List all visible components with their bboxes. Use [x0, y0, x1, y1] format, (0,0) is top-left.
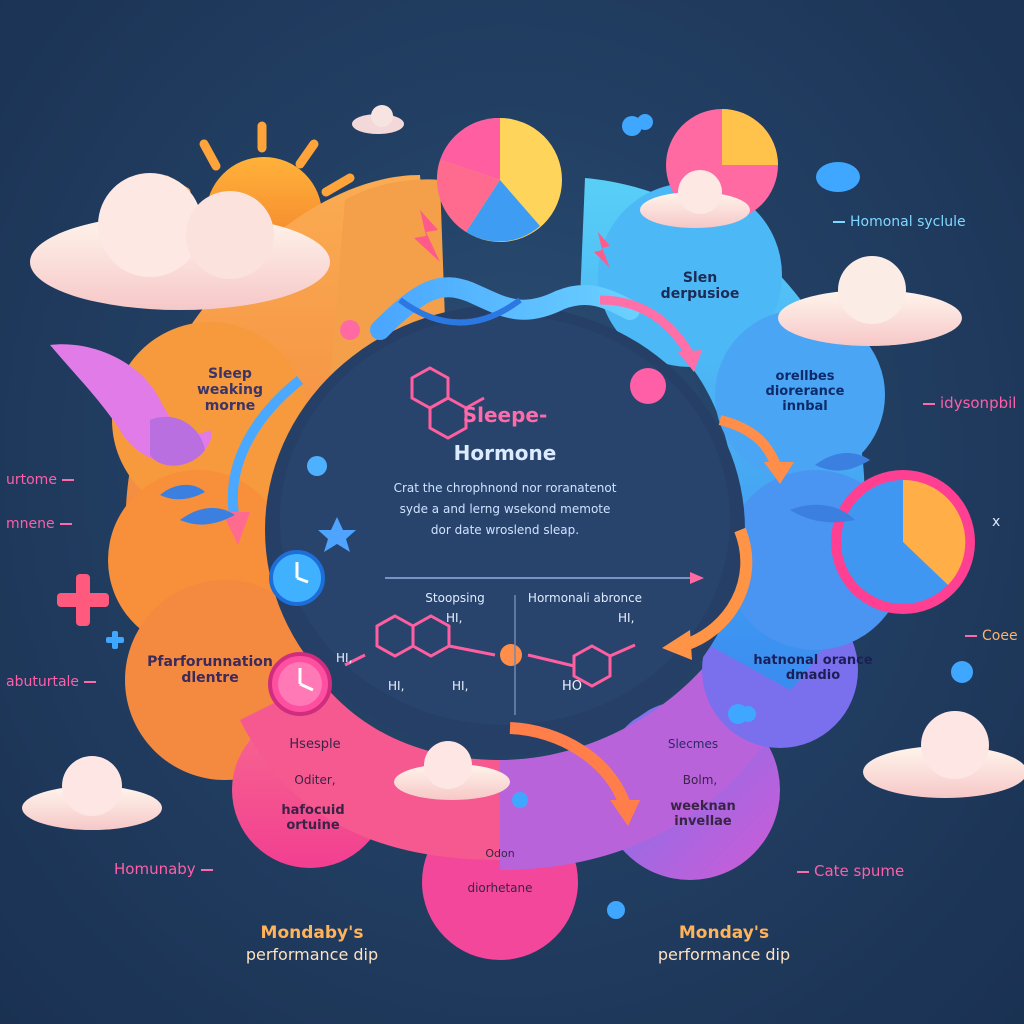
- bottom-right-caption-line2: performance dip: [657, 945, 791, 964]
- alarm-clock-icon: [268, 652, 332, 716]
- chem-label: HO: [562, 679, 583, 694]
- chem-label: HI,: [446, 611, 463, 625]
- bird-icon: [50, 344, 212, 466]
- chem-label: HI,: [452, 679, 469, 693]
- cloud-top-left: [30, 173, 330, 310]
- center-right-label: Hormonali abronce: [527, 591, 643, 605]
- segment-diorhetane: diorhetane: [467, 881, 533, 895]
- decorative-blue-puffs: [512, 114, 973, 919]
- side-label-coee: Coee: [960, 628, 1018, 644]
- cloud-bottom-center: [394, 741, 510, 800]
- center-caption-line3: dor date wroslend sleap.: [430, 523, 580, 537]
- segment-hsesple: Hsesple: [289, 737, 341, 752]
- segment-performance: Pfarforunnation dlentre: [147, 654, 273, 687]
- side-label-idysonpbil: idysonpbil: [918, 394, 1016, 412]
- star-icon: [318, 517, 356, 552]
- right-pie-chart-icon: [831, 470, 975, 614]
- orb-icon: [340, 320, 360, 340]
- segment-hormonal-balance: hatnonal orance dmadio: [753, 653, 873, 683]
- cloud-bottom-right: [863, 711, 1024, 798]
- top-pie-chart-icon: [436, 117, 562, 242]
- center-left-label: Stoopsing: [425, 591, 485, 605]
- side-label-abuturtale: abuturtale: [6, 674, 101, 690]
- timeline-arrowhead: [690, 572, 704, 584]
- clock-icon-center-left: [269, 550, 325, 606]
- segment-weeknan: weeknan invellae: [670, 799, 736, 829]
- side-label-homunaby: Homunaby: [114, 860, 218, 878]
- center-title-line2: Hormone: [453, 441, 557, 465]
- molecule-top: [410, 366, 485, 440]
- lightning-icon: [414, 210, 440, 262]
- arrow-curve-left: [222, 376, 304, 545]
- center-caption-line1: Crat the chrophnond nor roranatenot: [393, 481, 617, 495]
- bottom-left-caption-line2: performance dip: [245, 945, 379, 964]
- segment-sleep-waking: Sleep weaking morne: [197, 366, 263, 415]
- arrow-orange-right: [718, 415, 794, 484]
- plus-icon: [57, 574, 109, 626]
- molecule-node: [500, 644, 522, 666]
- chem-label: HI,: [336, 651, 353, 665]
- segment-slecmes: Slecmes: [667, 737, 719, 751]
- leaf-icon: [160, 453, 870, 525]
- cloud-bottom-left: [22, 756, 162, 830]
- cloud-top-right: [778, 256, 962, 346]
- center-caption-line2: syde a and lerng wsekond memote: [399, 502, 611, 516]
- side-label-cate-spume: Cate spume: [792, 862, 904, 880]
- molecule-right: [527, 643, 636, 688]
- segment-bolm: Bolm,: [682, 773, 718, 787]
- lightning-icon-small: [594, 232, 610, 268]
- side-label-hormonal-sycule: Homonal syclule: [828, 214, 966, 230]
- chem-label: HI,: [618, 611, 635, 625]
- center-title-line1: Sleepe-: [462, 403, 548, 427]
- arrow-orange-bottom: [509, 722, 640, 826]
- segment-sleep-deprivation: Slen derpusioe: [660, 270, 740, 303]
- segment-odon: Odon: [485, 847, 515, 860]
- bottom-right-caption-line1: Monday's: [678, 923, 770, 943]
- cloud-top-small: [640, 170, 750, 228]
- cloud-tiny-top: [352, 105, 404, 134]
- side-label-x: x: [992, 514, 1001, 530]
- orb-icon-large: [630, 368, 666, 404]
- chem-label: HI,: [388, 679, 405, 693]
- ribbon-arrow-top: [370, 277, 640, 340]
- side-label-mnene: mnene: [6, 516, 77, 532]
- segment-overlies-balance: orellbes diorerance innbal: [765, 369, 845, 414]
- side-label-urtome: urtome: [6, 472, 79, 488]
- segment-hafocuid: hafocuid ortuine: [281, 803, 345, 833]
- arrow-orange-lower-right: [662, 527, 753, 660]
- molecule-left: [344, 614, 496, 667]
- arrow-pink-top-right: [599, 295, 702, 372]
- segment-oditer: Oditer,: [294, 773, 336, 787]
- plus-icon-blue: [106, 631, 124, 649]
- bottom-left-caption-line1: Mondaby's: [260, 923, 364, 943]
- orb-icon-blue: [307, 456, 327, 476]
